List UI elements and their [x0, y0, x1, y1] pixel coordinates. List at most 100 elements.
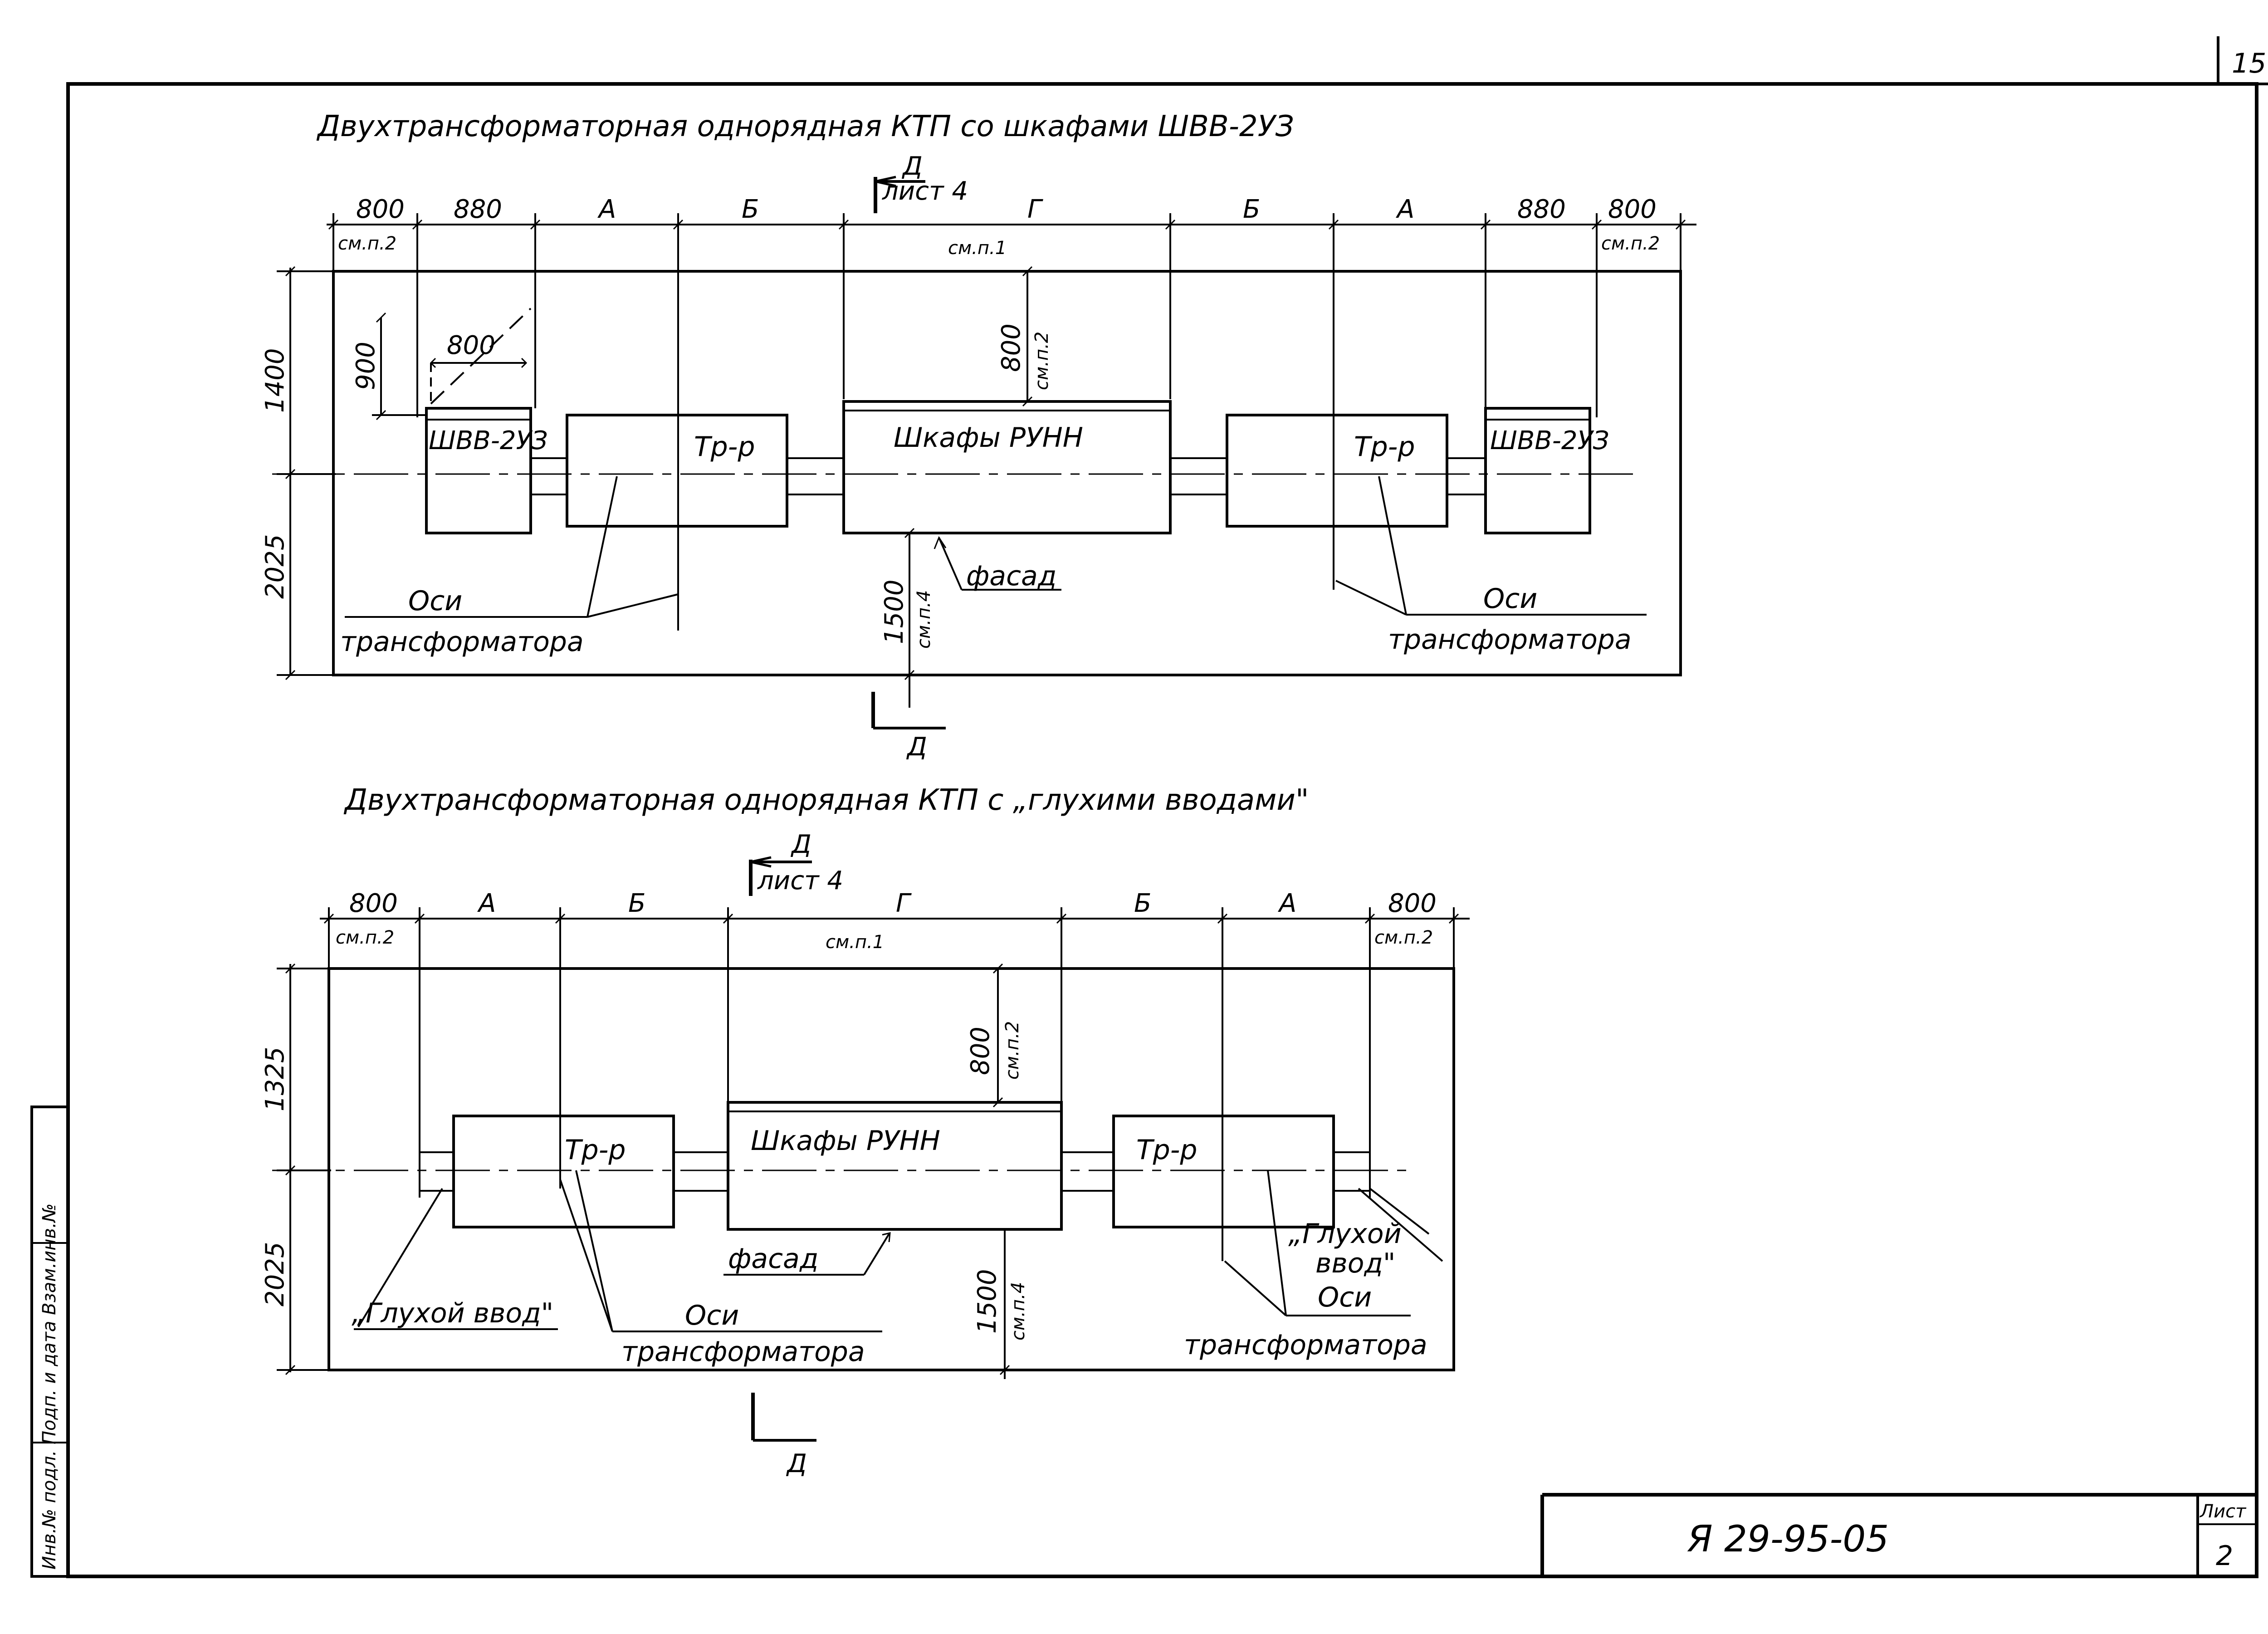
plan2-dim-800-runn: 800 [966, 1027, 995, 1075]
plan2-dim-g: Г [896, 889, 912, 918]
plan1-left-dims [277, 266, 336, 680]
plan2-dim-800-runn-line [992, 963, 1003, 1108]
plan2-dim-800-right: 800 [1388, 889, 1437, 918]
plan2-runn [727, 1101, 1063, 1231]
plan1-dim-800-door: 800 [447, 331, 495, 360]
plan2-section-letter-bottom: Д [786, 1449, 807, 1478]
plan2-see-p4: см.п.4 [1008, 1282, 1029, 1340]
plan2-transformer-right-label: Тр-р [1136, 1134, 1197, 1166]
plan2-dim-a-left: А [477, 889, 496, 918]
plan1-see-p2-left: см.п.2 [338, 233, 396, 254]
document-code: Я 29-95-05 [1687, 1518, 1889, 1560]
sheet-frame [66, 36, 2268, 1578]
plan2-facade-label: фасад [728, 1243, 818, 1275]
plan2-left-dims [277, 963, 331, 1375]
plan-2: Двухтрансформаторная однорядная КТП с „г… [260, 783, 1470, 1478]
plan2-axes-label-right-2: трансформатора [1184, 1329, 1427, 1361]
plan1-section-ref: лист 4 [882, 176, 968, 206]
plan1-title: Двухтрансформаторная однорядная КТП со ш… [316, 110, 1294, 143]
plan2-section-ref: лист 4 [757, 866, 843, 895]
plan2-facade-leader [723, 1232, 891, 1276]
plan-1: Двухтрансформаторная однорядная КТП со ш… [260, 110, 1696, 762]
plan2-transformer-right [1112, 1115, 1335, 1228]
plan1-dim-b-right: Б [1243, 195, 1260, 224]
plan2-see-p2-runn: см.п.2 [1002, 1021, 1023, 1080]
plan1-transformer-left-label: Тр-р [694, 431, 755, 463]
plan2-connectors [673, 1151, 1114, 1192]
plan2-title: Двухтрансформаторная однорядная КТП с „г… [343, 783, 1309, 817]
plan1-dim-g: Г [1027, 195, 1043, 224]
plan1-dim-1500-line [904, 528, 915, 708]
plan1-runn [842, 400, 1172, 534]
sheet-number: 2 [2216, 1540, 2233, 1572]
plan1-dim-800-left: 800 [356, 195, 405, 224]
plan2-blind-right-label-1: „Глухой [1288, 1218, 1402, 1250]
plan2-dim-chain [320, 907, 1470, 1261]
side-stamp: Инв.№ подл. Подп. и дата Взам.инв.№ [30, 1106, 69, 1578]
plan1-dim-1500: 1500 [880, 579, 909, 644]
plan1-dim-a-left: А [597, 195, 616, 224]
plan1-section-mark-top: Д лист 4 [874, 152, 968, 213]
plan1-dim-900: 900 [351, 342, 381, 390]
plan2-section-letter-top: Д [790, 830, 811, 859]
plan2-transformer-left [452, 1115, 675, 1228]
plan2-dim-1500: 1500 [973, 1269, 1002, 1334]
plan2-blind-right-label-2: ввод" [1315, 1248, 1396, 1279]
plan1-cabinet-right [1484, 407, 1591, 534]
plan2-dim-b-right: Б [1134, 889, 1151, 918]
plan1-dim-chain [327, 213, 1696, 631]
plan1-dim-800-right: 800 [1608, 195, 1657, 224]
plan2-blind-leader-right [1358, 1188, 1443, 1262]
plan1-axes-label-right-2: трансформатора [1388, 624, 1632, 656]
plan2-see-p2-left: см.п.2 [336, 927, 394, 948]
plan1-section-mark-bottom [871, 692, 946, 729]
plan1-section-letter-bottom: Д [906, 732, 927, 762]
plan2-section-mark-top [749, 856, 812, 896]
plan1-axes-label-right-1: Оси [1483, 583, 1537, 615]
plan1-dim-1400: 1400 [260, 348, 290, 413]
plan1-dim-800-runn-line [1022, 266, 1033, 407]
plan1-dim-a-right: А [1396, 195, 1414, 224]
plan2-dim-1500-line [999, 1229, 1010, 1379]
plan2-runn-label: Шкафы РУНН [751, 1125, 940, 1157]
plan1-section-letter-top: Д [901, 152, 923, 181]
plan1-transformer-left [566, 414, 788, 528]
plan2-section-mark-bottom [751, 1393, 816, 1442]
plan2-dim-b-left: Б [628, 889, 645, 918]
plan1-transformer-right [1226, 414, 1448, 528]
plan1-see-p4: см.п.4 [914, 590, 934, 649]
plan1-see-p2-runn: см.п.2 [1031, 332, 1052, 390]
plan1-dim-880-left: 880 [454, 195, 502, 224]
plan2-transformer-left-label: Тр-р [565, 1134, 626, 1166]
title-block: Я 29-95-05 Лист 2 [1540, 1493, 2257, 1576]
plan1-runn-label: Шкафы РУНН [894, 422, 1083, 454]
plan1-door-swing [430, 308, 532, 406]
page-number: 15 [2232, 48, 2266, 79]
plan2-see-p1: см.п.1 [826, 932, 884, 953]
plan2-dim-1325: 1325 [260, 1047, 290, 1111]
plan2-axes-label-left-2: трансформатора [621, 1336, 865, 1368]
plan1-dim-800-runn: 800 [997, 323, 1026, 372]
plan2-outline [327, 967, 1455, 1371]
plan1-see-p2-right: см.п.2 [1601, 233, 1660, 254]
plan1-dim-900-line [372, 312, 426, 421]
plan2-blind-left-label: „Глухой ввод" [352, 1297, 553, 1329]
plan2-axes-label-left-1: Оси [685, 1300, 739, 1331]
plan1-axes-label-left-2: трансформатора [340, 626, 584, 658]
side-stamp-text: Инв.№ подл. Подп. и дата Взам.инв.№ [39, 1203, 60, 1570]
plan1-dim-880-right: 880 [1517, 195, 1566, 224]
plan2-dim-800-left: 800 [349, 889, 398, 918]
plan1-dim-b-left: Б [742, 195, 759, 224]
plan1-transformer-right-label: Тр-р [1354, 431, 1415, 463]
plan2-dim-a-right: А [1278, 889, 1296, 918]
plan2-axes-leaders-right [1224, 1170, 1411, 1316]
plan1-dim-2025: 2025 [260, 534, 290, 599]
plan1-axes-leaders-right [1335, 476, 1647, 616]
plan2-dim-2025: 2025 [260, 1242, 290, 1306]
plan1-cabinet-right-label: ШВВ-2УЗ [1490, 426, 1609, 455]
plan2-see-p2-right: см.п.2 [1374, 927, 1433, 948]
plan1-facade-label: фасад [966, 560, 1056, 592]
plan1-facade-leader [934, 536, 1061, 591]
plan1-cabinet-left-label: ШВВ-2УЗ [429, 426, 548, 455]
